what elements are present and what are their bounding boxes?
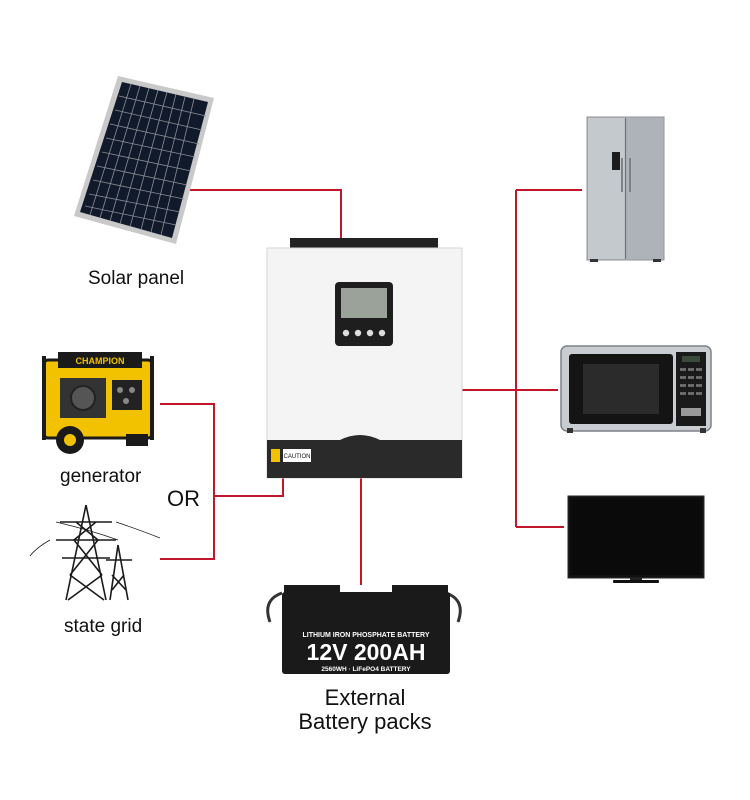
battery-icon: LITHIUM IRON PHOSPHATE BATTERY 12V 200AH… <box>268 585 461 674</box>
generator-brand: CHAMPION <box>76 356 125 366</box>
inverter-caution: CAUTION <box>284 454 311 460</box>
battery-label: External Battery packs <box>290 686 440 734</box>
battery-rating: 12V 200AH <box>307 639 426 665</box>
solar-panel-icon <box>74 76 214 244</box>
inverter-icon: CAUTION <box>267 238 462 478</box>
television-icon <box>568 496 704 583</box>
battery-chem: LITHIUM IRON PHOSPHATE BATTERY <box>302 632 429 639</box>
wire-source-inverter <box>214 478 283 496</box>
battery-sub: 2560WH · LiFePO4 BATTERY <box>321 666 411 673</box>
wire-solar-inverter <box>185 190 341 243</box>
battery-label-line2: Battery packs <box>290 710 440 734</box>
generator-icon: CHAMPION <box>44 352 152 454</box>
refrigerator-icon <box>587 117 664 262</box>
battery-label-line1: External <box>290 686 440 710</box>
power-tower-icon <box>30 505 160 600</box>
solar-panel-label: Solar panel <box>88 268 184 290</box>
wire-generator <box>160 404 214 496</box>
generator-label: generator <box>60 466 141 488</box>
state-grid-label: state grid <box>64 616 142 638</box>
or-label: OR <box>167 486 200 512</box>
microwave-icon <box>561 346 711 433</box>
